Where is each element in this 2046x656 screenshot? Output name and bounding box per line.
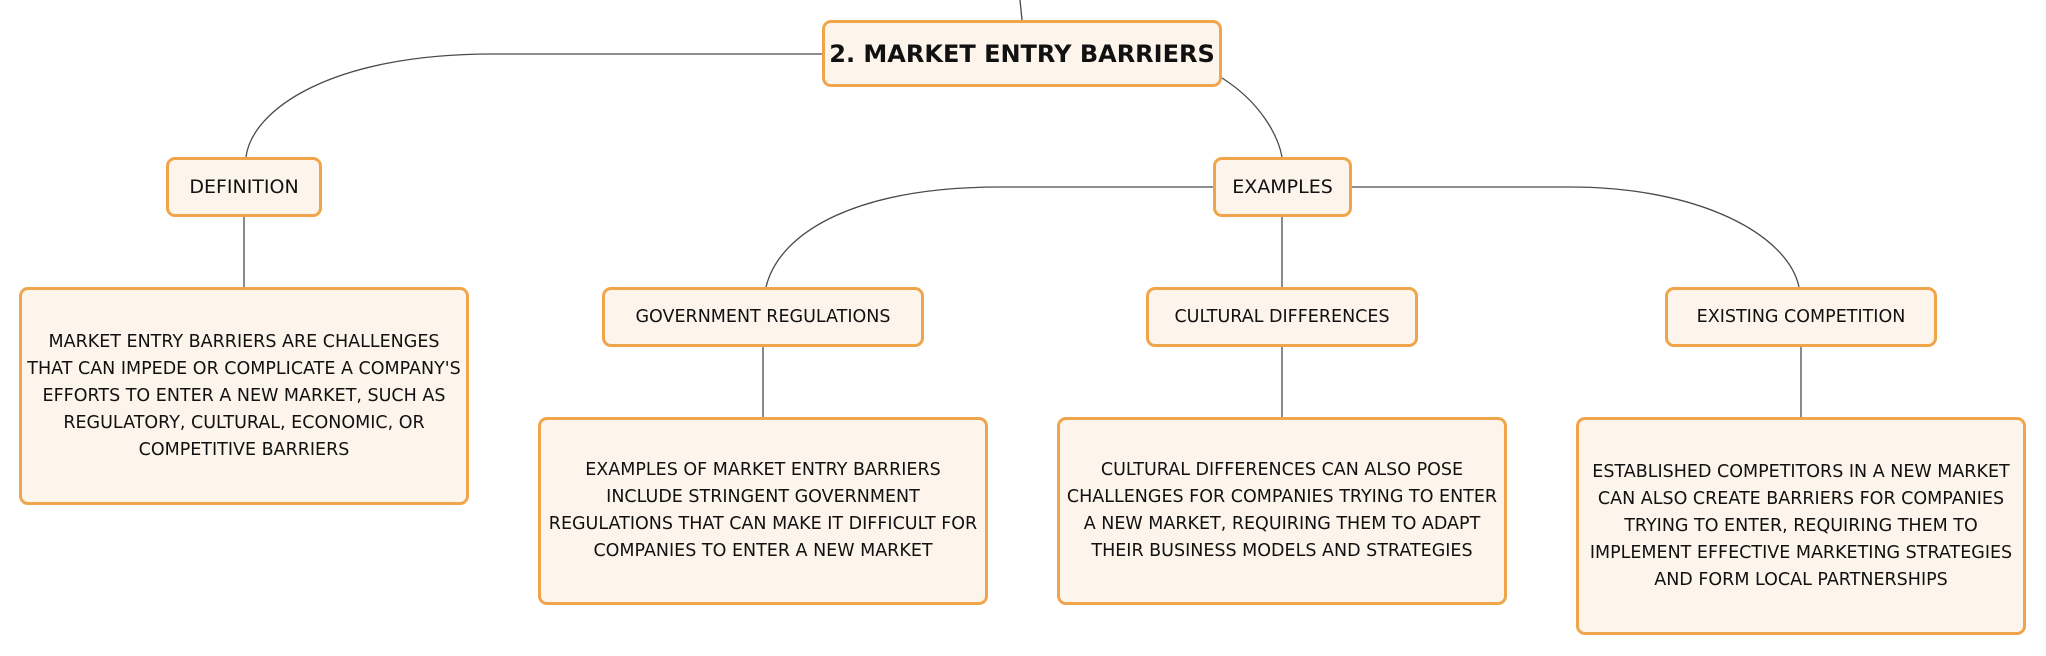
examples-node[interactable]: EXAMPLES bbox=[1213, 157, 1352, 217]
existing-competition-label: EXISTING COMPETITION bbox=[1696, 307, 1906, 327]
government-regulations-label: GOVERNMENT REGULATIONS bbox=[635, 307, 891, 327]
existing-competition-node[interactable]: EXISTING COMPETITION bbox=[1665, 287, 1937, 347]
definition-text: MARKET ENTRY BARRIERS ARE CHALLENGES THA… bbox=[27, 331, 461, 460]
connector-root-to-definition bbox=[245, 53, 822, 158]
cultural-differences-node[interactable]: CULTURAL DIFFERENCES bbox=[1146, 287, 1418, 347]
government-regulations-text: EXAMPLES OF MARKET ENTRY BARRIERS INCLUD… bbox=[548, 460, 978, 561]
definition-text-node[interactable]: MARKET ENTRY BARRIERS ARE CHALLENGES THA… bbox=[19, 287, 469, 505]
definition-node-label: DEFINITION bbox=[189, 176, 299, 198]
definition-node[interactable]: DEFINITION bbox=[166, 157, 322, 217]
connector-examples-to-competition bbox=[1352, 186, 1800, 288]
government-regulations-text-node[interactable]: EXAMPLES OF MARKET ENTRY BARRIERS INCLUD… bbox=[538, 417, 988, 605]
cultural-differences-label: CULTURAL DIFFERENCES bbox=[1174, 307, 1390, 327]
connector-examples-to-government bbox=[765, 186, 1214, 288]
government-regulations-node[interactable]: GOVERNMENT REGULATIONS bbox=[602, 287, 924, 347]
examples-node-label: EXAMPLES bbox=[1232, 176, 1333, 198]
root-node-label: 2. MARKET ENTRY BARRIERS bbox=[829, 39, 1215, 68]
existing-competition-text-node[interactable]: ESTABLISHED COMPETITORS IN A NEW MARKET … bbox=[1576, 417, 2026, 635]
existing-competition-text: ESTABLISHED COMPETITORS IN A NEW MARKET … bbox=[1589, 461, 2013, 590]
connector-root-to-examples bbox=[1221, 77, 1283, 158]
root-node[interactable]: 2. MARKET ENTRY BARRIERS bbox=[822, 20, 1222, 87]
connector-parent-to-root bbox=[1019, 0, 1023, 21]
cultural-differences-text: CULTURAL DIFFERENCES CAN ALSO POSE CHALL… bbox=[1066, 460, 1498, 561]
cultural-differences-text-node[interactable]: CULTURAL DIFFERENCES CAN ALSO POSE CHALL… bbox=[1057, 417, 1507, 605]
